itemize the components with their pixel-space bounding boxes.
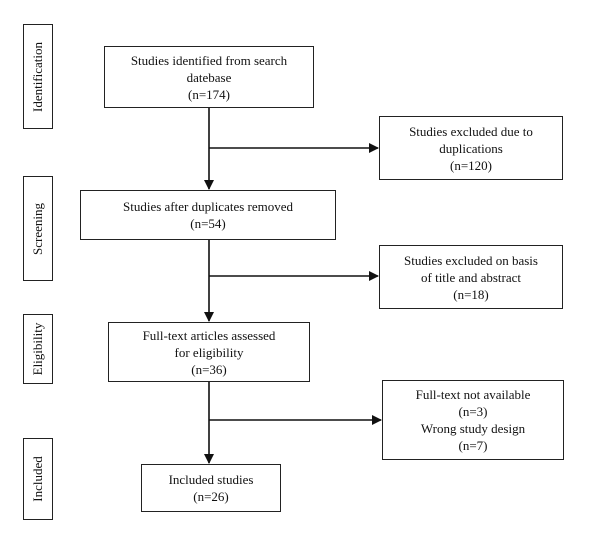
stage-screening-label: Screening: [30, 202, 45, 255]
stage-included: Included: [23, 438, 53, 520]
box-count: (n=54): [190, 216, 226, 231]
box-line: Full-text not available: [415, 387, 531, 402]
box-line: Studies identified from search: [130, 52, 288, 68]
box-line: Full-text articles assessed: [142, 327, 276, 343]
box-excluded-duplications: Studies excluded due to duplications (n=…: [379, 116, 563, 180]
box-count: (n=120): [450, 157, 492, 173]
box-count: (n=18): [453, 286, 489, 302]
stage-identification: Identification: [23, 24, 53, 129]
stage-eligibility-label: Eligibility: [30, 322, 45, 376]
box-line: for eligibility: [174, 344, 244, 360]
box-line: datebase: [186, 69, 232, 85]
box-count: (n=174): [188, 86, 230, 102]
box-after-duplicates: Studies after duplicates removed (n=54): [80, 190, 336, 240]
box-line: Studies excluded due to: [409, 123, 533, 139]
box-count: (n=36): [191, 361, 227, 377]
stage-eligibility: Eligibility: [23, 314, 53, 384]
stage-identification-label: Identification: [30, 41, 45, 112]
box-line: duplications: [439, 140, 503, 156]
box-line: Included studies: [168, 472, 254, 487]
box-excluded-full-text: Full-text not available (n=3) Wrong stud…: [382, 380, 564, 460]
box-line: of title and abstract: [421, 269, 521, 285]
stage-included-label: Included: [30, 456, 45, 502]
box-excluded-title-abstract: Studies excluded on basis of title and a…: [379, 245, 563, 309]
box-count: (n=26): [193, 489, 229, 504]
box-studies-identified: Studies identified from search datebase …: [104, 46, 314, 108]
box-count: (n=3): [458, 404, 488, 419]
box-line: Studies excluded on basis: [404, 252, 538, 268]
stage-screening: Screening: [23, 176, 53, 281]
box-line: Wrong study design: [420, 421, 526, 436]
box-count: (n=7): [458, 438, 488, 453]
box-included-studies: Included studies (n=26): [141, 464, 281, 512]
box-full-text-assessed: Full-text articles assessed for eligibil…: [108, 322, 310, 382]
box-line: Studies after duplicates removed: [122, 199, 294, 214]
